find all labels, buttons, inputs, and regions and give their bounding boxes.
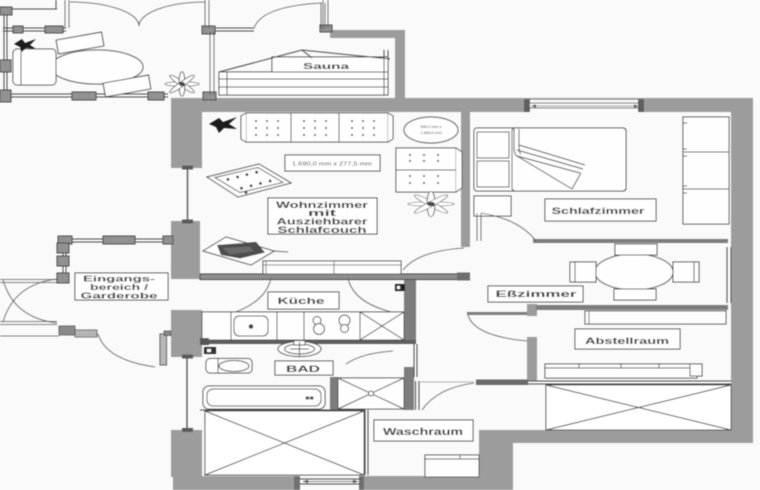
svg-text:mit: mit	[308, 208, 336, 218]
svg-text:Waschraum: Waschraum	[383, 427, 463, 438]
svg-text:Garderobe: Garderobe	[81, 291, 158, 301]
svg-text:Schlafcouch: Schlafcouch	[278, 225, 367, 235]
svg-text:Ausziehbarer: Ausziehbarer	[277, 217, 369, 227]
svg-text:Schlafzimmer: Schlafzimmer	[552, 206, 645, 217]
svg-text:bereich /: bereich /	[90, 282, 149, 292]
svg-text:Eingangs-: Eingangs-	[83, 274, 155, 284]
svg-text:Sauna: Sauna	[303, 61, 349, 71]
svg-text:Abstellraum: Abstellraum	[585, 336, 669, 347]
svg-text:1.690,0 mm x 277,5 mm: 1.690,0 mm x 277,5 mm	[292, 162, 373, 168]
svg-text:Eßzimmer: Eßzimmer	[496, 289, 578, 300]
svg-text:Wohnzimmer: Wohnzimmer	[276, 200, 369, 210]
svg-text:= =: = =	[306, 396, 313, 402]
svg-text:Küche: Küche	[278, 296, 325, 307]
svg-text:BAD: BAD	[286, 364, 320, 375]
svg-text:590,0 mm x: 590,0 mm x	[421, 124, 442, 129]
svg-text:1.890,0 mm: 1.890,0 mm	[420, 130, 442, 135]
